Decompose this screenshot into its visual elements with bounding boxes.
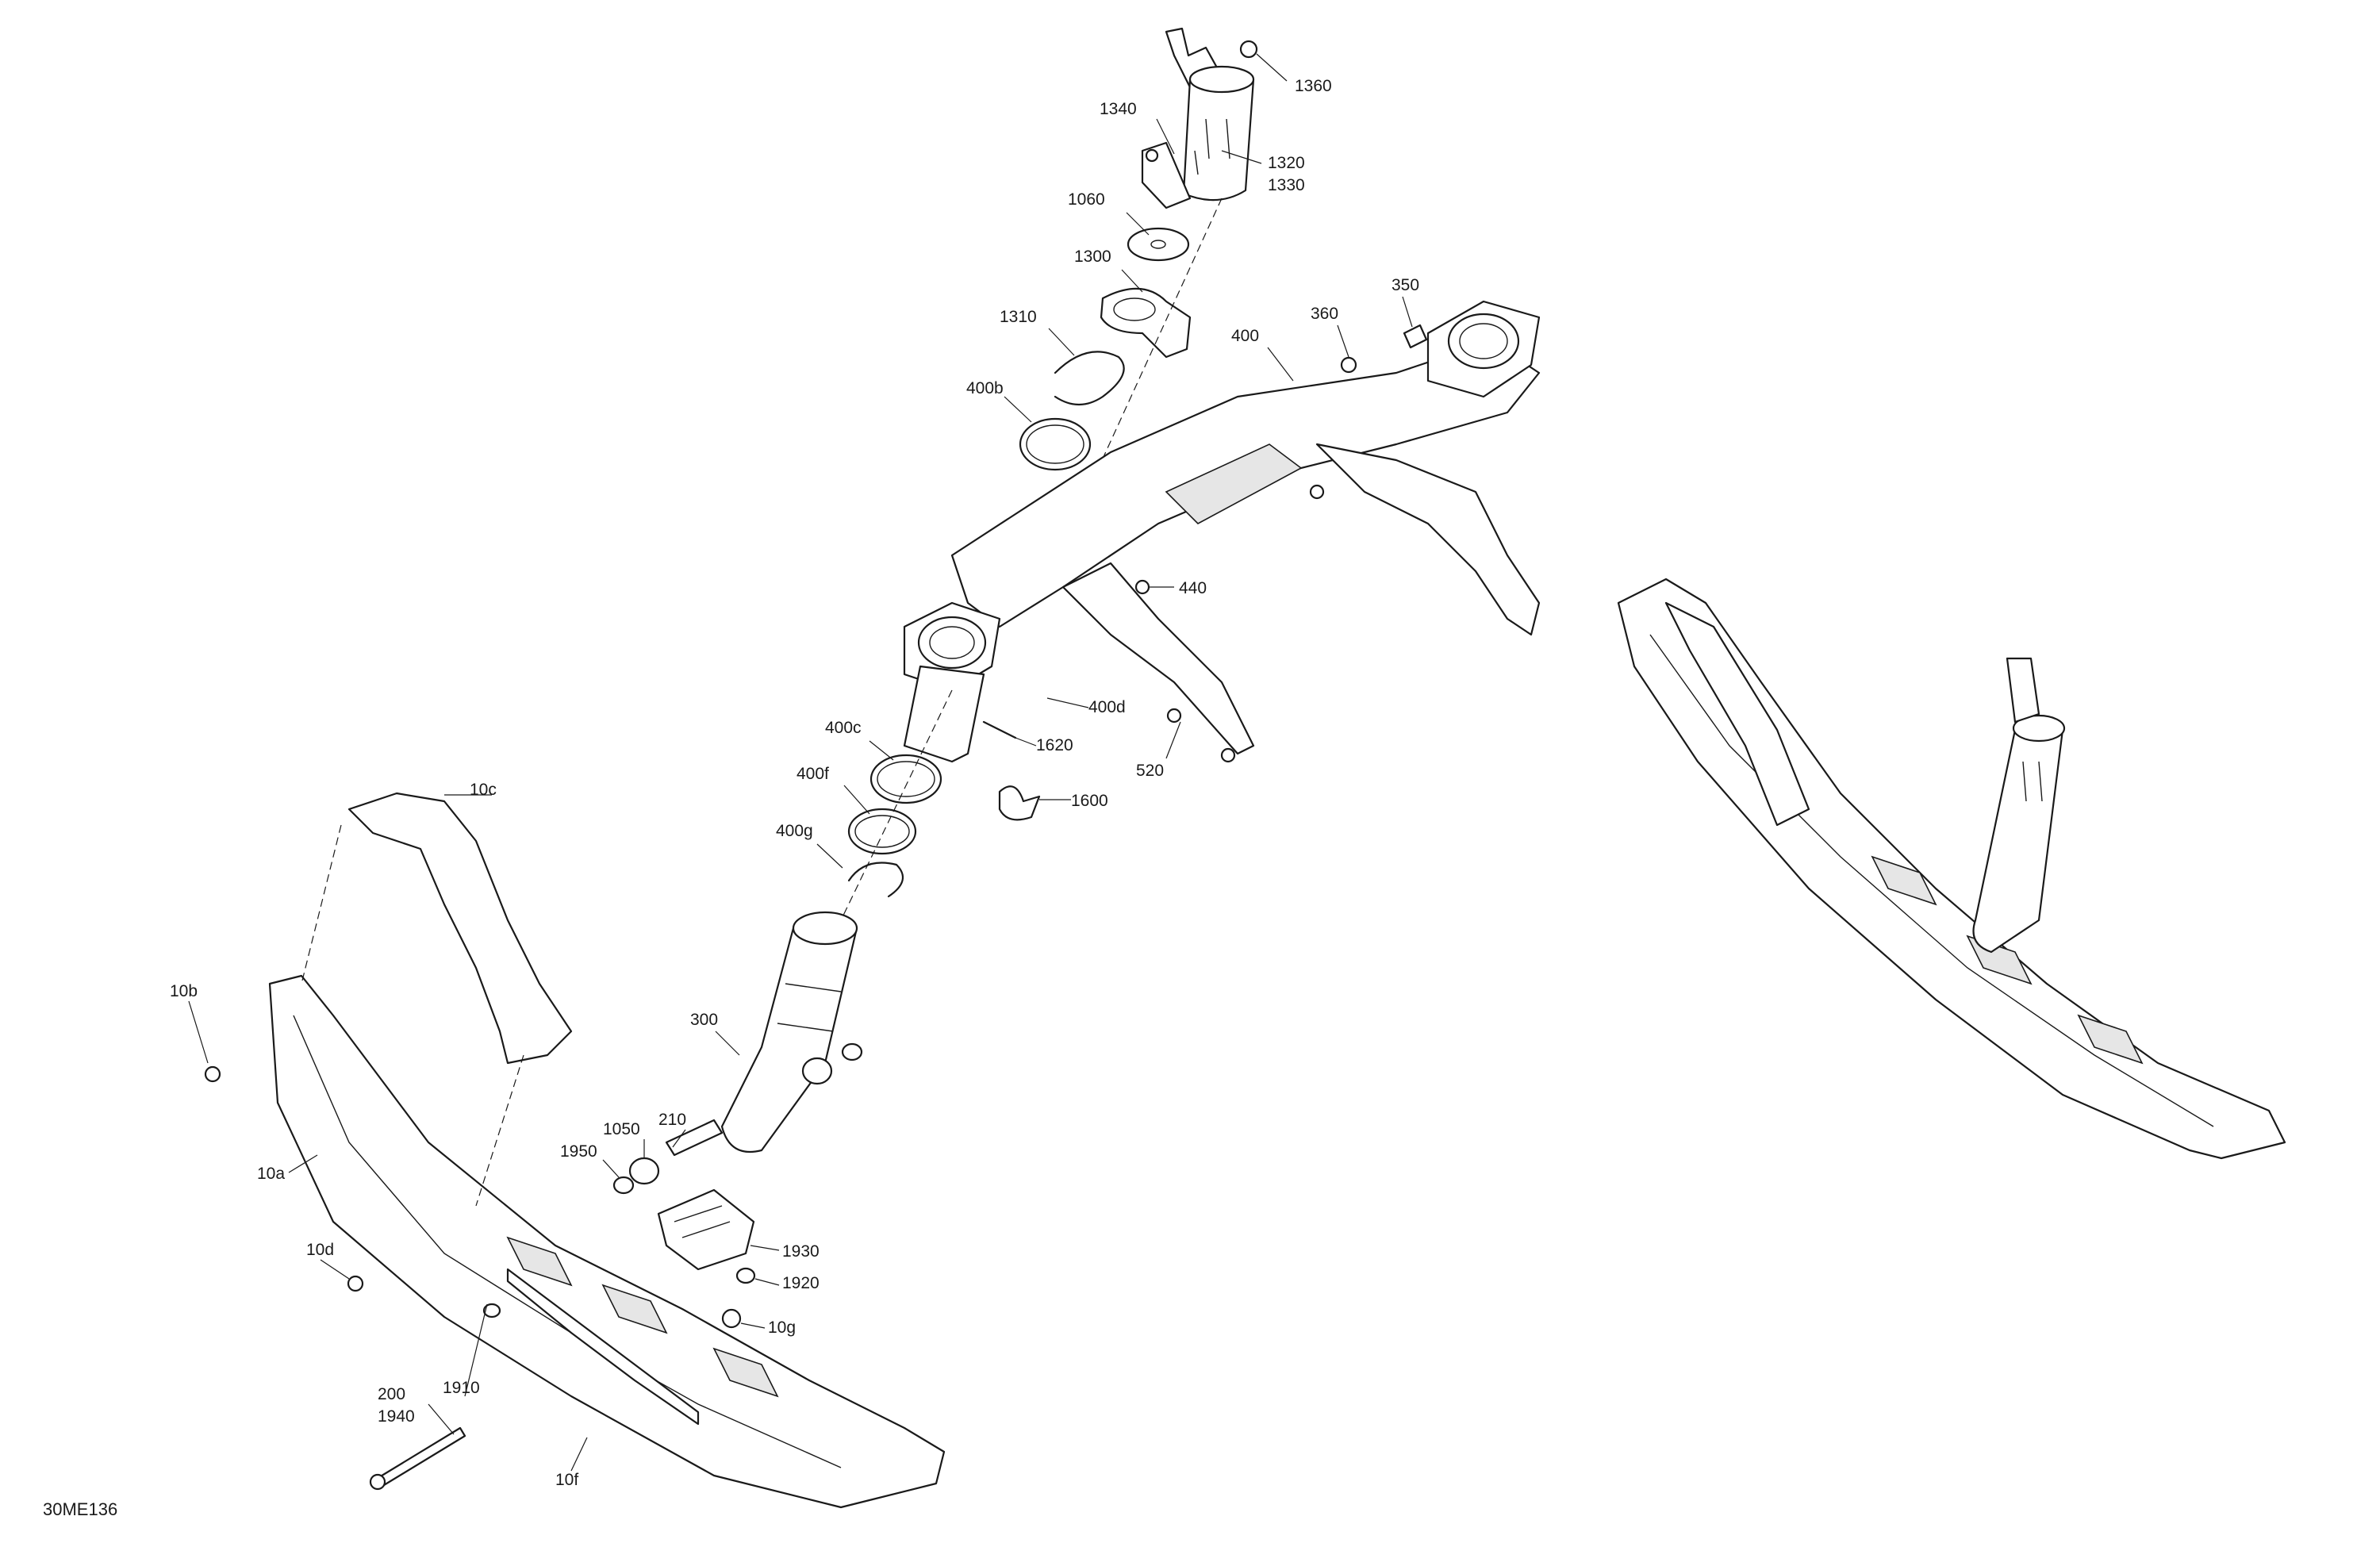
callout-400g: 400g (776, 822, 813, 840)
pin-210 (665, 1119, 724, 1157)
callout-10a: 10a (257, 1165, 285, 1183)
assembly-line-handle-right (475, 1054, 524, 1207)
callout-10c: 10c (470, 781, 497, 799)
bolt-200 (369, 1426, 466, 1491)
callout-1940: 1940 (378, 1407, 415, 1426)
pin-1620 (982, 720, 1017, 739)
washer-1920 (735, 1267, 756, 1284)
cup-left-top (903, 601, 1001, 763)
callout-10g: 10g (768, 1318, 796, 1337)
callout-400c: 400c (825, 719, 862, 737)
callout-1360: 1360 (1295, 77, 1332, 95)
washer-1950 (612, 1176, 635, 1195)
washer-1910 (482, 1303, 501, 1318)
callout-1930: 1930 (782, 1242, 820, 1261)
callout-1910: 1910 (443, 1379, 480, 1397)
bolt-10b (204, 1065, 221, 1083)
callout-1060: 1060 (1068, 190, 1105, 209)
plate-1300 (1100, 287, 1192, 359)
washer-1060 (1127, 227, 1190, 262)
callout-10f: 10f (555, 1471, 578, 1489)
callout-210: 210 (658, 1111, 686, 1129)
callout-1620: 1620 (1036, 736, 1073, 754)
callout-1340: 1340 (1100, 100, 1137, 118)
callout-10b: 10b (170, 982, 198, 1000)
circlip-1310 (1054, 351, 1125, 405)
bolt-10d (347, 1275, 364, 1292)
callout-1300: 1300 (1074, 248, 1111, 266)
callout-400f: 400f (797, 765, 829, 783)
callout-1310: 1310 (1000, 308, 1037, 326)
diagram-reference-code: 30ME136 (43, 1499, 117, 1519)
runner-10f (506, 1268, 700, 1426)
crossbar-400 (950, 340, 1541, 755)
ring-400c (869, 754, 942, 804)
spindle-cap-1320 (1141, 27, 1258, 209)
nuts-440 (1134, 484, 1325, 595)
callout-1050: 1050 (603, 1120, 640, 1138)
callout-400b: 400b (966, 379, 1004, 397)
callout-520: 520 (1136, 762, 1164, 780)
bolts-520 (1166, 708, 1236, 763)
callout-350: 350 (1392, 276, 1419, 294)
ring-400f (847, 808, 917, 855)
ski-assembled-right (1617, 578, 2286, 1160)
callout-200: 200 (378, 1385, 405, 1403)
nut-360 (1340, 356, 1357, 374)
assembly-line-spindle (1094, 198, 1223, 477)
callout-1950: 1950 (560, 1142, 597, 1161)
callout-leaders (188, 53, 1413, 1472)
callout-1920: 1920 (782, 1274, 820, 1292)
handle-10c (347, 792, 573, 1065)
callout-440: 440 (1179, 579, 1207, 597)
callout-1330: 1330 (1268, 176, 1305, 194)
ring-400b (1019, 417, 1092, 471)
bushings-right (801, 1042, 863, 1085)
assembly-line-handle-left (301, 824, 342, 985)
callout-400: 400 (1231, 327, 1259, 345)
bushing-1050 (628, 1157, 660, 1185)
callout-1600: 1600 (1071, 792, 1108, 810)
clip-1600 (998, 785, 1041, 821)
circlip-400g (847, 862, 904, 898)
callout-1320: 1320 (1268, 154, 1305, 172)
callout-10d: 10d (306, 1241, 334, 1259)
callout-360: 360 (1311, 305, 1338, 323)
callout-400d: 400d (1088, 698, 1126, 716)
bolt-350 (1403, 324, 1428, 349)
assembly-line-rings (840, 689, 953, 921)
ski-10a (268, 974, 946, 1509)
spindle-300 (720, 911, 858, 1153)
callout-300: 300 (690, 1011, 718, 1029)
nut-10g (721, 1308, 742, 1329)
damper-1930 (657, 1188, 755, 1271)
spindle-assembled-right (1972, 657, 2066, 954)
cup-right-top (1426, 300, 1541, 398)
